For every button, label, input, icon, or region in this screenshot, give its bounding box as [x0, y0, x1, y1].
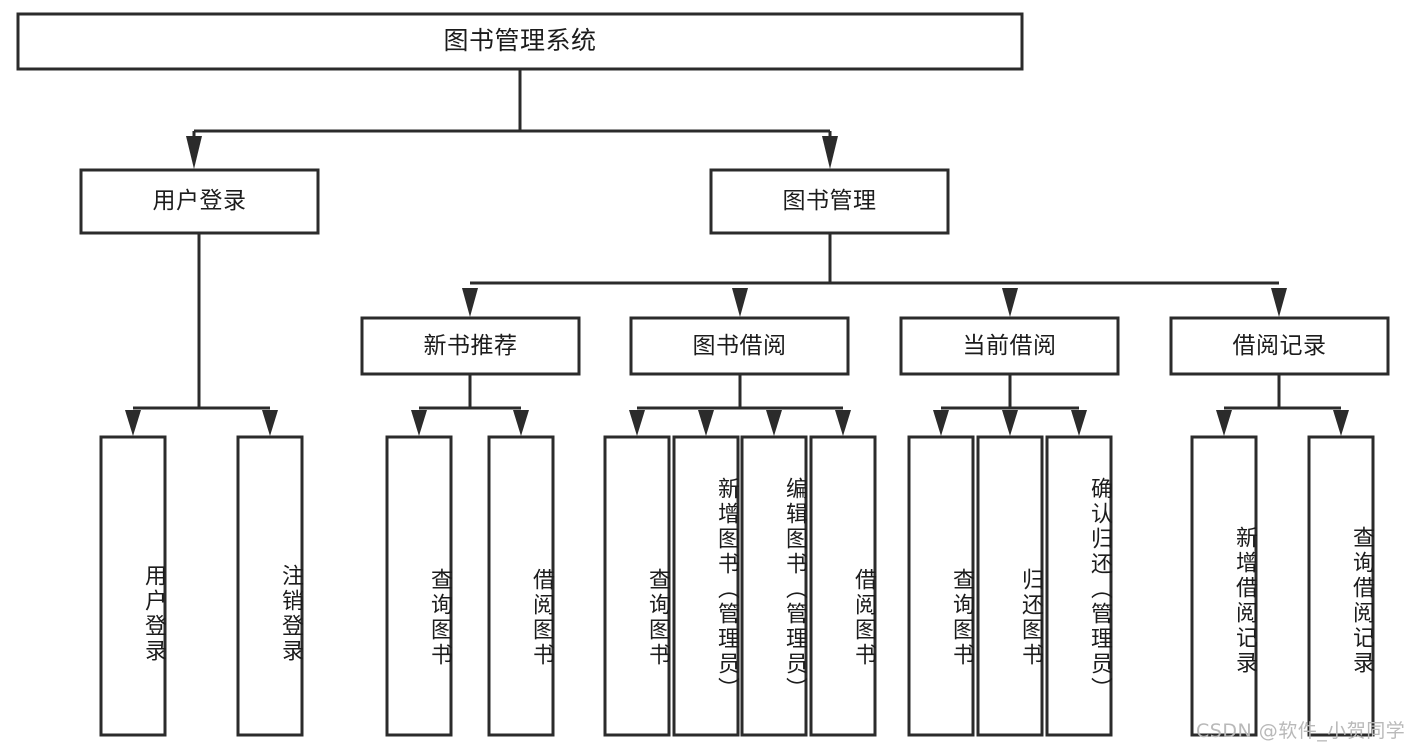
arrowhead-currentborrow-leaf-2 [1002, 410, 1018, 436]
leaf-box-book-borrow-4[interactable] [809, 435, 877, 737]
arrowhead-user-login [186, 136, 202, 169]
node-box-book-manage[interactable] [709, 168, 950, 235]
arrowhead-borrow-records [1271, 288, 1287, 317]
connector-group-borrowrecords-leaves [1216, 374, 1349, 436]
node-box-root[interactable] [16, 12, 1024, 71]
connector-group-bookmanage-to-level3 [462, 233, 1287, 317]
connector-group-newbook-leaves [411, 374, 529, 436]
arrowhead-bookborrow-leaf-1 [629, 410, 645, 436]
arrowhead-newbook-leaf-2 [513, 410, 529, 436]
arrowhead-current-borrow [1002, 288, 1018, 317]
connector-group-bookborrow-leaves [629, 374, 851, 436]
arrowhead-borrowrecords-leaf-2 [1333, 410, 1349, 436]
node-box-book-borrow[interactable] [629, 316, 850, 376]
leaf-box-user-login-2[interactable] [236, 435, 304, 737]
leaf-box-book-borrow-3[interactable] [740, 435, 808, 737]
csdn-watermark: CSDN @软件_小贺同学 [1196, 720, 1405, 742]
arrowhead-bookborrow-leaf-3 [766, 410, 782, 436]
node-box-borrow-records[interactable] [1169, 316, 1390, 376]
leaf-box-borrow-records-1[interactable] [1190, 435, 1258, 737]
arrowhead-currentborrow-leaf-3 [1071, 410, 1087, 436]
node-box-user-login[interactable] [79, 168, 320, 235]
leaf-box-borrow-records-2[interactable] [1307, 435, 1375, 737]
arrowhead-new-book [462, 288, 478, 317]
arrowhead-borrowrecords-leaf-1 [1216, 410, 1232, 436]
connector-group-userlogin-leaves [125, 233, 278, 436]
leaf-box-current-borrow-3[interactable] [1045, 435, 1113, 737]
arrowhead-bookborrow-leaf-2 [698, 410, 714, 436]
arrowhead-book-manage [822, 136, 838, 169]
arrowhead-bookborrow-leaf-4 [835, 410, 851, 436]
node-box-new-book-recommend[interactable] [360, 316, 581, 376]
connector-group-root-to-level2 [186, 69, 838, 169]
leaf-box-user-login-1[interactable] [99, 435, 167, 737]
leaf-box-book-borrow-1[interactable] [603, 435, 671, 737]
arrowhead-book-borrow [732, 288, 748, 317]
leaf-box-current-borrow-2[interactable] [976, 435, 1044, 737]
leaf-box-new-book-2[interactable] [487, 435, 555, 737]
leaf-box-book-borrow-2[interactable] [672, 435, 740, 737]
connector-group-currentborrow-leaves [933, 374, 1087, 436]
leaf-box-current-borrow-1[interactable] [907, 435, 975, 737]
leaf-box-new-book-1[interactable] [385, 435, 453, 737]
node-box-current-borrow[interactable] [899, 316, 1120, 376]
arrowhead-currentborrow-leaf-1 [933, 410, 949, 436]
arrowhead-leaf-user-login [125, 410, 141, 436]
arrowhead-leaf-logout [262, 410, 278, 436]
arrowhead-newbook-leaf-1 [411, 410, 427, 436]
